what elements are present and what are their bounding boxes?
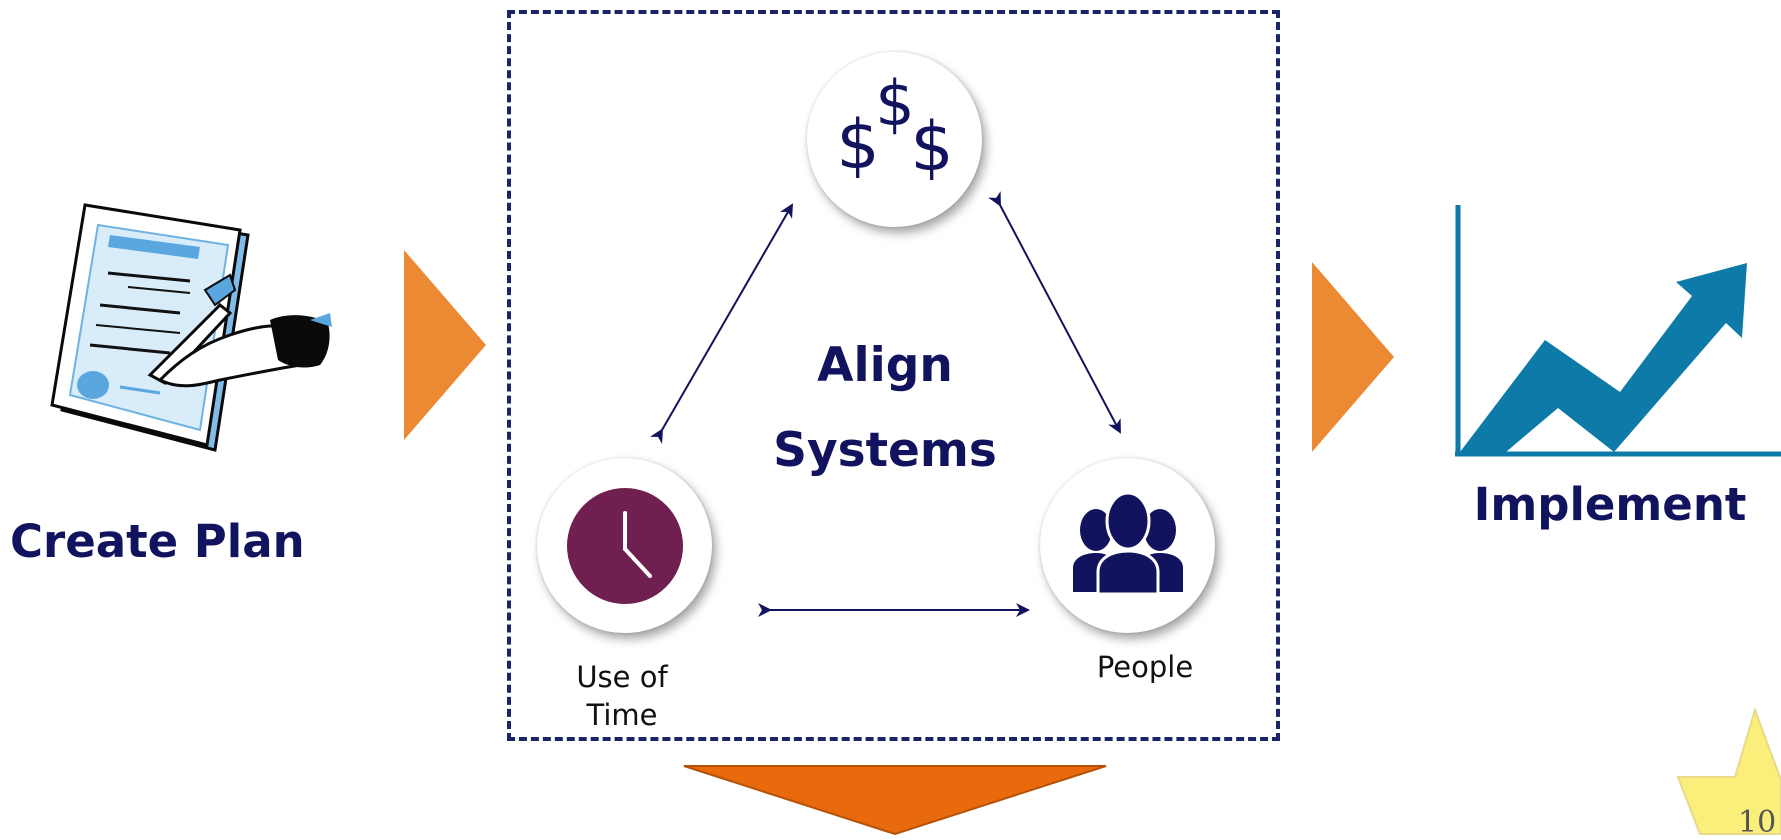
- use-of-time-line1: Use of: [576, 660, 668, 694]
- use-of-time-label: Use of Time: [552, 658, 692, 734]
- systems-title: Systems: [773, 423, 997, 478]
- signing-document-icon: [50, 203, 332, 452]
- svg-text:$: $: [836, 106, 879, 185]
- align-systems-group: [507, 10, 1280, 741]
- page-number: 10: [1738, 805, 1777, 840]
- people-label: People: [1096, 650, 1194, 684]
- arrow-down-icon: [683, 765, 1107, 836]
- svg-text:$: $: [910, 108, 953, 187]
- clock-icon: [567, 488, 683, 604]
- align-title: Align: [817, 338, 953, 393]
- arrow-right-icon: [404, 250, 486, 440]
- dollar-signs-icon: $ $ $: [836, 67, 953, 187]
- create-plan-label: Create Plan: [10, 515, 305, 568]
- growth-chart-icon: [1455, 205, 1781, 457]
- svg-text:$: $: [875, 67, 914, 140]
- use-of-time-line2: Time: [586, 698, 658, 732]
- implement-label: Implement: [1473, 478, 1747, 531]
- people-icon: [1073, 491, 1183, 596]
- arrow-right-icon-2: [1312, 262, 1394, 452]
- money-circle: [807, 52, 982, 227]
